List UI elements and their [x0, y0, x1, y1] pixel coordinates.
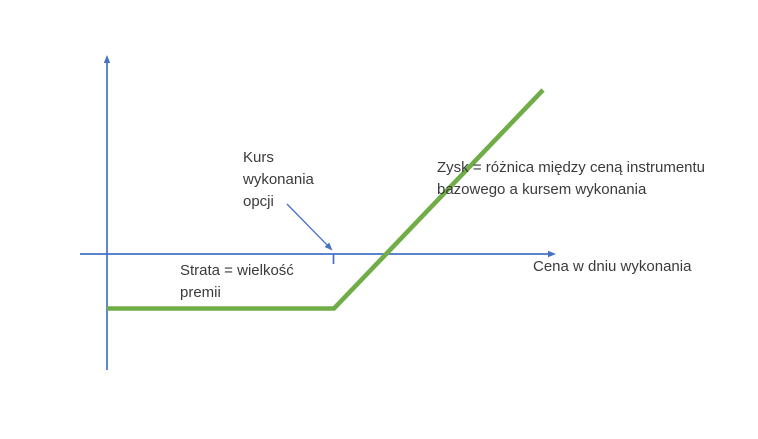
- payoff-line: [107, 88, 545, 311]
- strike-callout-arrow-line: [286, 203, 330, 248]
- x-axis-title: Cena w dniu wykonania: [533, 256, 691, 278]
- label-line: Kurs: [243, 149, 274, 166]
- x-axis-arrowhead: [548, 250, 556, 258]
- label-line: opcji: [243, 193, 274, 210]
- label-line: bazowego a kursem wykonania: [437, 181, 647, 198]
- label-line: Zysk = różnica między ceną instrumentu: [437, 159, 706, 176]
- label-line: wykonania: [243, 171, 314, 188]
- label-line: Cena w dniu wykonania: [533, 258, 692, 275]
- loss-premium-label: Strata = wielkość premii: [180, 260, 294, 304]
- label-line: Strata = wielkość: [180, 262, 294, 279]
- label-line: premii: [180, 284, 221, 301]
- profit-definition-label: Zysk = różnica między ceną instrumentu b…: [437, 157, 705, 201]
- strike-callout-arrow-arrowhead: [324, 242, 333, 251]
- strike-price-label: Kurs wykonania opcji: [243, 147, 314, 213]
- y-axis-arrowhead: [103, 55, 111, 63]
